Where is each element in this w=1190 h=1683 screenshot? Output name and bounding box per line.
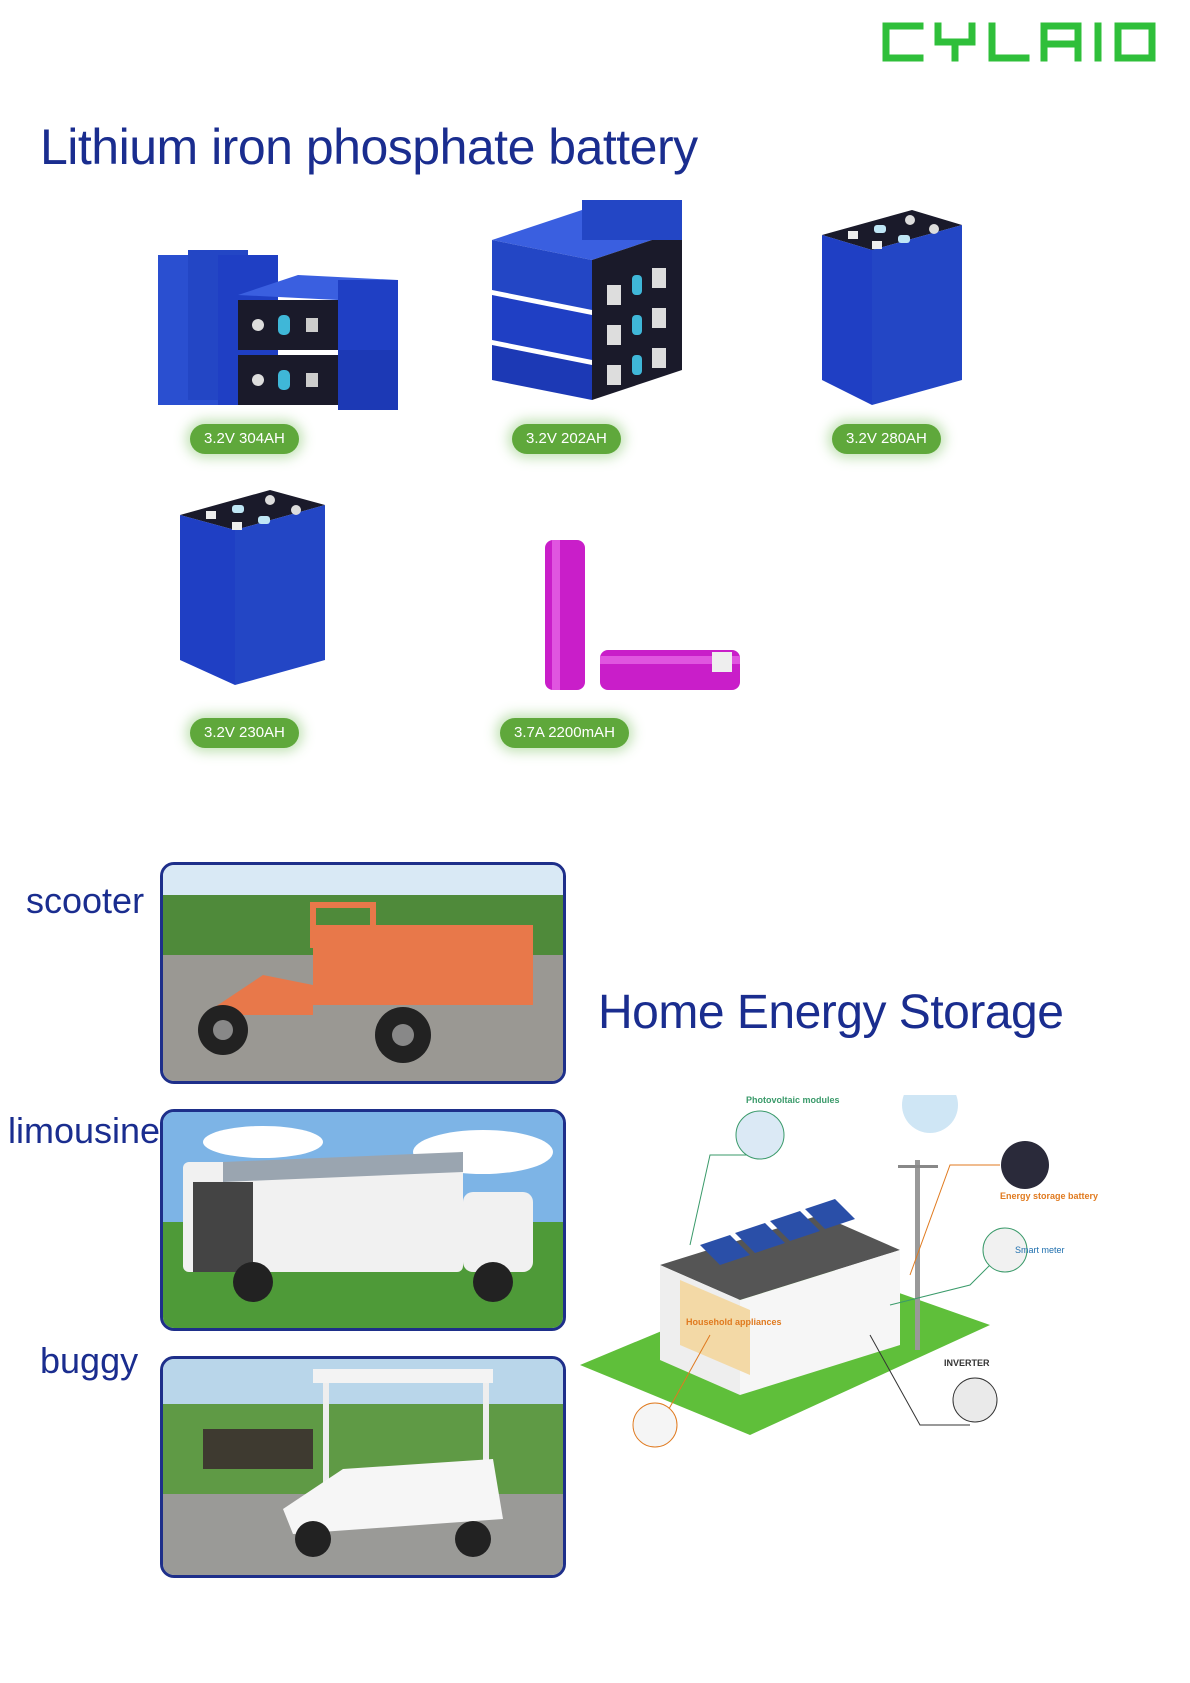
prismatic-battery-stack-icon — [492, 200, 682, 400]
home-energy-title: Home Energy Storage — [598, 986, 1064, 1039]
label-energy-storage: Energy storage battery — [1000, 1191, 1099, 1201]
home-energy-diagram: Photovoltaic modules Energy storage batt… — [570, 1095, 1180, 1515]
product-image-230ah — [170, 480, 430, 710]
label-household-appliances: Household appliances — [686, 1317, 782, 1327]
vehicle-label-buggy: buggy — [40, 1340, 139, 1381]
product-image-202ah — [472, 200, 732, 430]
vehicle-label-limousine: limousine — [8, 1110, 161, 1151]
cylindrical-cell-icon — [545, 540, 740, 690]
product-label-304ah: 3.2V 304AH — [190, 424, 299, 454]
prismatic-battery-stack-icon — [158, 250, 398, 410]
house-solar-icon — [580, 1095, 1049, 1448]
product-image-2200mah — [540, 500, 800, 730]
label-smart-meter: Smart meter — [1015, 1245, 1065, 1255]
product-image-280ah — [812, 205, 1072, 435]
product-label-2200mah: 3.7A 2200mAH — [500, 718, 629, 748]
label-photovoltaic: Photovoltaic modules — [746, 1095, 840, 1105]
product-label-202ah: 3.2V 202AH — [512, 424, 621, 454]
buggy-photo — [160, 1356, 566, 1578]
product-image-304ah — [148, 235, 408, 465]
prismatic-battery-icon — [822, 210, 962, 405]
scooter-photo — [160, 862, 566, 1084]
product-label-230ah: 3.2V 230AH — [190, 718, 299, 748]
brand-logo — [880, 20, 1170, 64]
product-label-280ah: 3.2V 280AH — [832, 424, 941, 454]
label-inverter: INVERTER — [944, 1358, 990, 1368]
limousine-photo — [160, 1109, 566, 1331]
prismatic-battery-icon — [180, 490, 325, 685]
vehicle-label-scooter: scooter — [26, 880, 145, 921]
page-title: Lithium iron phosphate battery — [40, 119, 698, 175]
